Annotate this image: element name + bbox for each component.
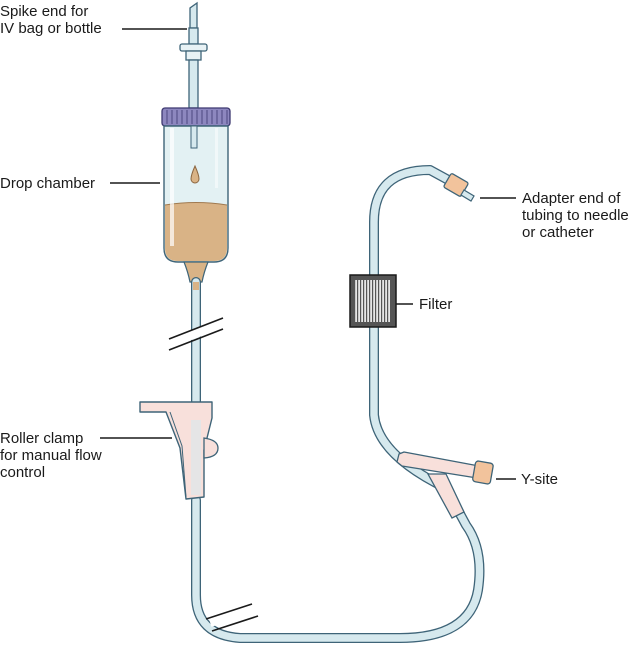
tubing-break-upper [168,317,225,351]
label-y-site: Y-site [521,471,558,488]
label-adapter: Adapter end of tubing to needle or cathe… [522,190,629,241]
label-spike: Spike end for IV bag or bottle [0,3,102,37]
iv-tubing [191,165,485,643]
drop-chamber [161,107,231,283]
filter-device [349,274,397,328]
label-drop-chamber: Drop chamber [0,175,96,192]
spike [179,1,208,109]
label-roller-clamp: Roller clamp for manual flow control [0,430,102,481]
roller-clamp [139,401,219,500]
label-filter: Filter [419,296,453,313]
adapter-end [443,173,475,202]
leader-lines [100,28,516,480]
y-site-connector [396,451,494,519]
tubing-break-lower [205,603,260,632]
